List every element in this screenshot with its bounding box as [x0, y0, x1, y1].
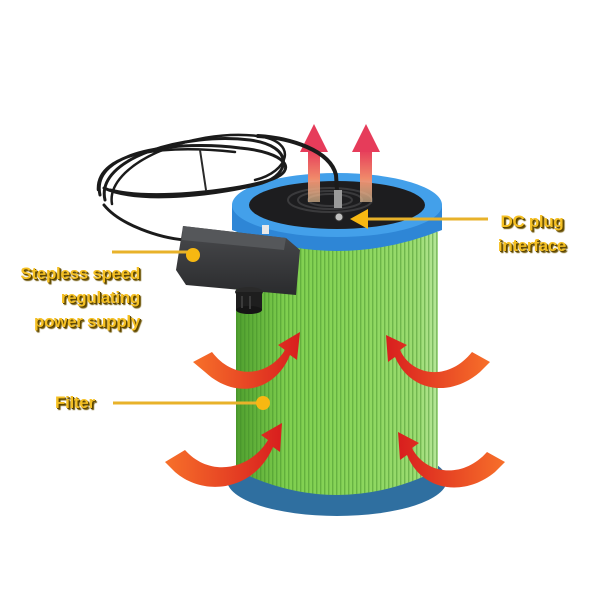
power-supply-label-line-1: Stepless speed — [20, 264, 140, 283]
filter-label: Filter — [55, 393, 95, 412]
dc-jack — [334, 212, 344, 222]
triangle-pointer-icon — [350, 209, 368, 229]
power-supply-label-line-2: regulating — [60, 288, 140, 307]
intake-arrows — [165, 332, 505, 488]
curved-arrow-icon — [193, 332, 300, 389]
power-supply-adapter — [176, 226, 300, 314]
callout-lines — [112, 209, 488, 410]
filter-dot — [256, 396, 270, 410]
filter-cylinder — [227, 173, 447, 516]
power-supply-label: Stepless speed regulating power supply — [6, 262, 140, 334]
power-supply-dot — [186, 248, 200, 262]
power-supply-label-line-3: power supply — [34, 312, 140, 331]
curved-arrow-icon — [165, 423, 282, 487]
dc-plug-label-line-2: interface — [497, 236, 567, 255]
dc-plug-label: DC plug interface — [492, 210, 572, 258]
curved-arrow-icon — [386, 335, 490, 389]
curved-arrow-icon — [398, 432, 505, 488]
speed-knob — [235, 287, 263, 314]
power-cable — [96, 133, 342, 242]
dc-plug-label-line-1: DC plug — [500, 212, 564, 231]
up-arrow-icon — [352, 124, 380, 202]
